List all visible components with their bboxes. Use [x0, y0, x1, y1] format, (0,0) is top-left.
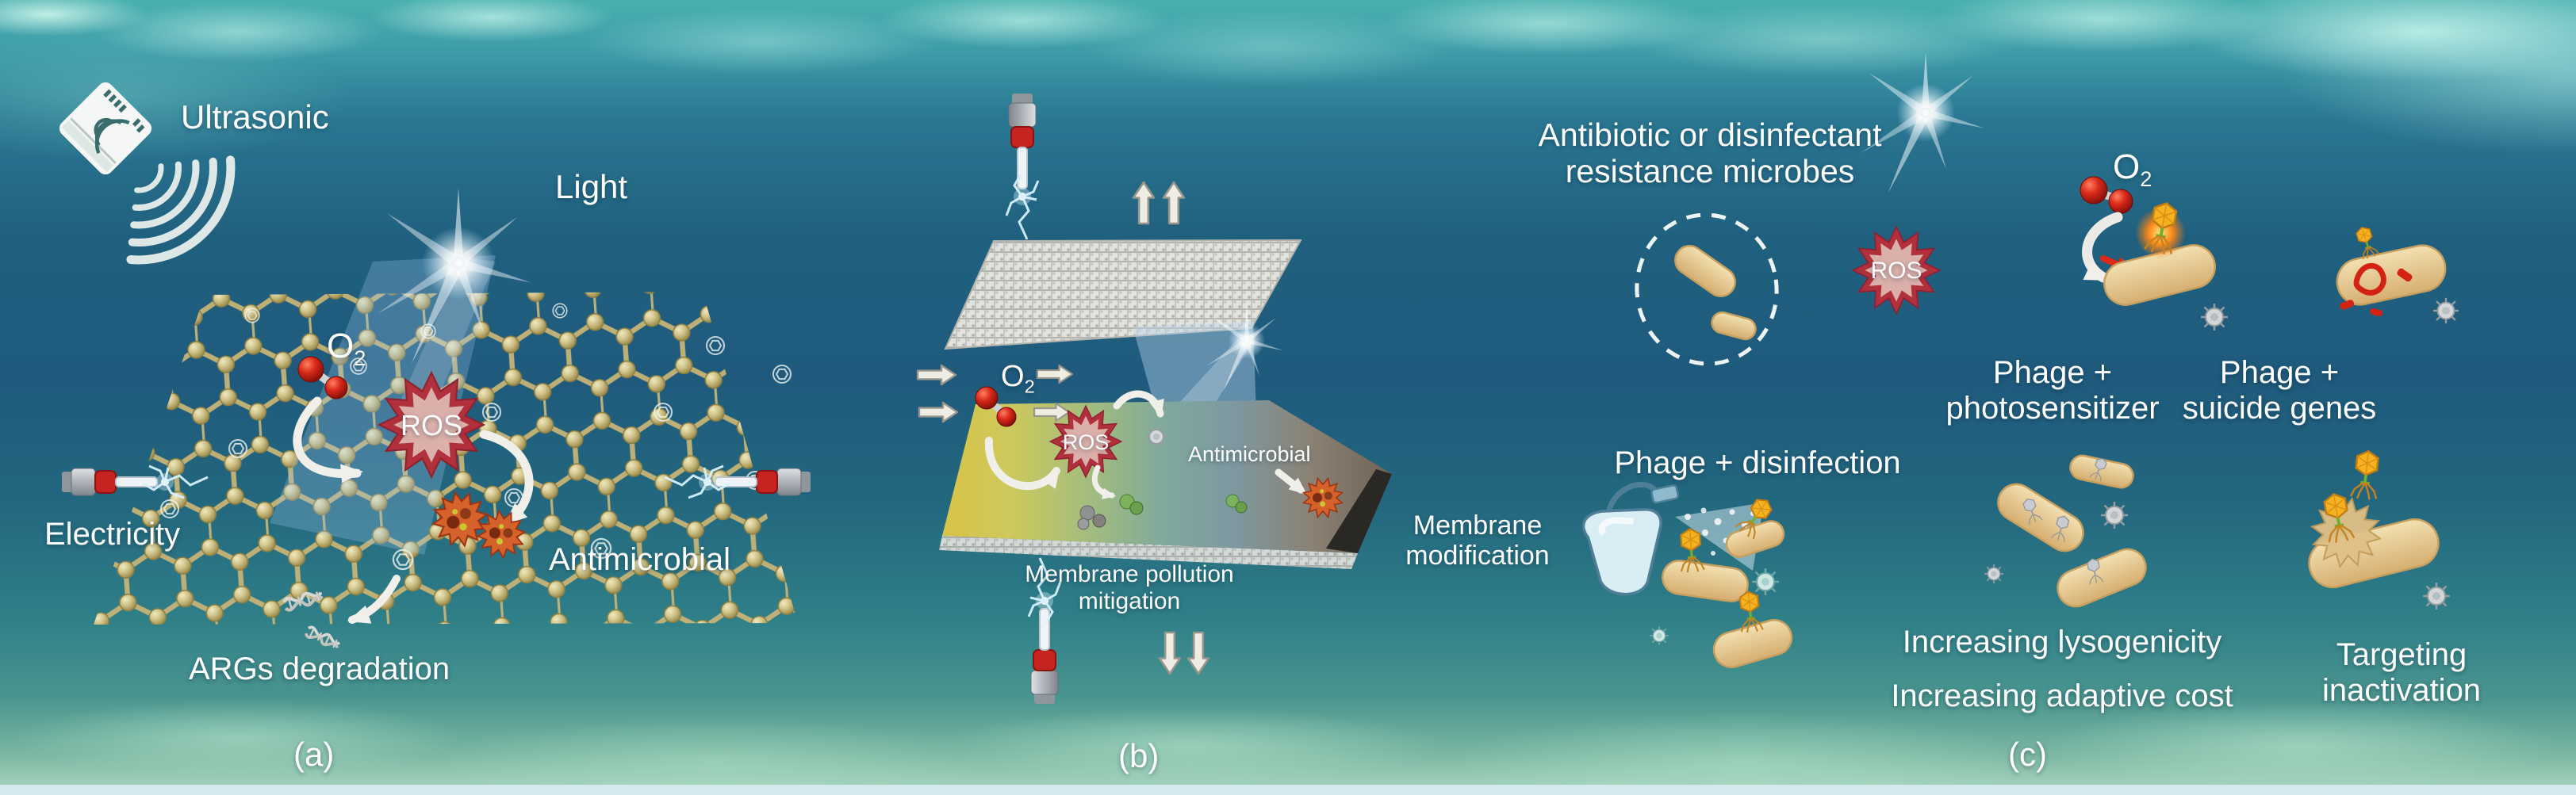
bacterium-suicide-gene-loaded [2336, 244, 2447, 306]
membrane-modification-line1: Membrane [1413, 510, 1543, 541]
membrane-modification-line2: modification [1405, 541, 1550, 571]
light-beam-a [270, 255, 496, 555]
curved-arrow-microbe-to-dna-a [344, 575, 401, 631]
label-resistance-title: Antibiotic or disinfectant resistance mi… [1538, 117, 1881, 190]
phage-suicide-line2: suicide genes [2182, 390, 2377, 426]
down-arrow-icon-2 [1186, 631, 1210, 675]
foulant-particles-grey [1077, 505, 1106, 530]
label-targeting-inactivation: Targeting inactivation [2322, 637, 2481, 709]
membrane-bottom-sheet [942, 400, 1392, 553]
panel-c-artwork [1581, 52, 2460, 668]
virus-particle-icon [2199, 302, 2229, 332]
virus-particle-icon-teal [1649, 625, 1669, 646]
label-ros-a: ROS [400, 408, 463, 441]
bacterium-disinfection-3 [1712, 619, 1793, 668]
bottom-border-strip [0, 785, 2576, 795]
virus-particle-icon [2099, 500, 2129, 530]
label-phage-disinfection: Phage + disinfection [1614, 445, 1901, 480]
arrow-to-damaged-microbe-b [1275, 468, 1313, 501]
o2-molecule-icon-c [2080, 176, 2133, 214]
curved-arrow-ros-right-b [1113, 390, 1169, 420]
label-increasing-adaptive-cost: Increasing adaptive cost [1891, 678, 2233, 713]
microbe-particle-icon-b [1144, 425, 1168, 449]
bacterium-lysogenic-3 [2057, 548, 2147, 608]
up-arrow-icon-2 [1162, 181, 1186, 225]
label-phage-photosensitizer: Phage + photosensitizer [1945, 355, 2159, 426]
panel-a-artwork [59, 82, 811, 652]
ultrasonic-transducer-icon [59, 82, 152, 175]
phage-photosensitizer-line1: Phage + [1992, 355, 2113, 390]
membrane-support-weave [939, 536, 1358, 569]
curved-arrow-ros-to-microbe-a [479, 430, 534, 533]
up-arrow-icon-1 [1132, 181, 1156, 225]
right-arrow-icon-o2a [1036, 364, 1074, 384]
suicide-gene-dna-icon [2340, 263, 2413, 317]
label-antimicrobial-a: Antimicrobial [549, 542, 730, 577]
label-membrane-pollution: Membrane pollution mitigation [1025, 561, 1233, 614]
label-increasing-lysogenicity: Increasing lysogenicity [1902, 625, 2222, 659]
phage-photosensitizer-line2: photosensitizer [1945, 390, 2160, 426]
virus-particle-icon [2432, 296, 2460, 325]
curved-arrow-o2-to-ros-c [2082, 212, 2123, 290]
curved-arrow-membrane-b [984, 437, 1067, 491]
electrode-icon-top-b [1006, 94, 1038, 239]
spray-droplets [1685, 507, 1755, 556]
virus-particle-icon-teal [1750, 567, 1781, 597]
phage-suicide-line1: Phage + [2219, 355, 2340, 390]
virus-particle-icon [1984, 564, 2004, 584]
label-o2-b: O2 [1001, 360, 1035, 397]
down-arrow-icon-1 [1158, 631, 1182, 675]
right-arrow-icon-in2 [918, 401, 959, 423]
foulant-particles-green-2 [1225, 494, 1248, 514]
label-antimicrobial-b: Antimicrobial [1188, 442, 1311, 466]
label-electricity: Electricity [44, 517, 181, 552]
right-arrow-icon-in1 [916, 364, 957, 386]
label-phage-suicide-genes: Phage + suicide genes [2183, 355, 2377, 426]
label-ultrasonic: Ultrasonic [181, 98, 329, 136]
targeting-line2: inactivation [2321, 672, 2482, 708]
bacterium [1674, 244, 1736, 298]
o2-molecule-icon-a [297, 356, 348, 399]
label-o2-a: O2 [327, 327, 366, 370]
bacterium-disinfection-1 [1662, 560, 1749, 602]
membrane-side-edge [1326, 469, 1392, 553]
dashed-circle-resistant-microbes [1635, 212, 1779, 366]
panel-label-a: (a) [293, 736, 335, 773]
label-args-degradation: ARGs degradation [189, 652, 450, 686]
dna-fragment-icon-2 [303, 624, 343, 652]
panel-b-artwork [916, 94, 1392, 704]
membrane-pollution-line2: mitigation [1078, 587, 1181, 614]
foulant-particles-green-1 [1119, 494, 1144, 515]
membrane-pollution-line1: Membrane pollution [1025, 561, 1234, 587]
label-o2-c: O2 [2113, 147, 2152, 191]
panel-label-c: (c) [2008, 736, 2047, 773]
curved-arrow-ros-down-b [1091, 464, 1117, 503]
resistance-title-line1: Antibiotic or disinfectant [1538, 117, 1882, 153]
o2-molecule-icon-b [975, 386, 1017, 427]
label-ros-b: ROS [1062, 430, 1110, 454]
bacterium [1711, 311, 1757, 341]
panel-label-b: (b) [1118, 737, 1160, 774]
targeting-line1: Targeting [2336, 637, 2467, 672]
curved-arrow-o2-to-ros-a [293, 396, 365, 483]
virus-particle-icon [2421, 581, 2451, 611]
label-light: Light [555, 168, 628, 205]
phage-icon [2348, 448, 2383, 503]
label-ros-c: ROS [1870, 258, 1922, 285]
label-membrane-modification: Membrane modification [1405, 510, 1549, 571]
spray-bottle-icon [1581, 481, 1680, 596]
sound-waves-icon [126, 155, 236, 265]
resistance-title-line2: resistance microbes [1565, 152, 1855, 189]
